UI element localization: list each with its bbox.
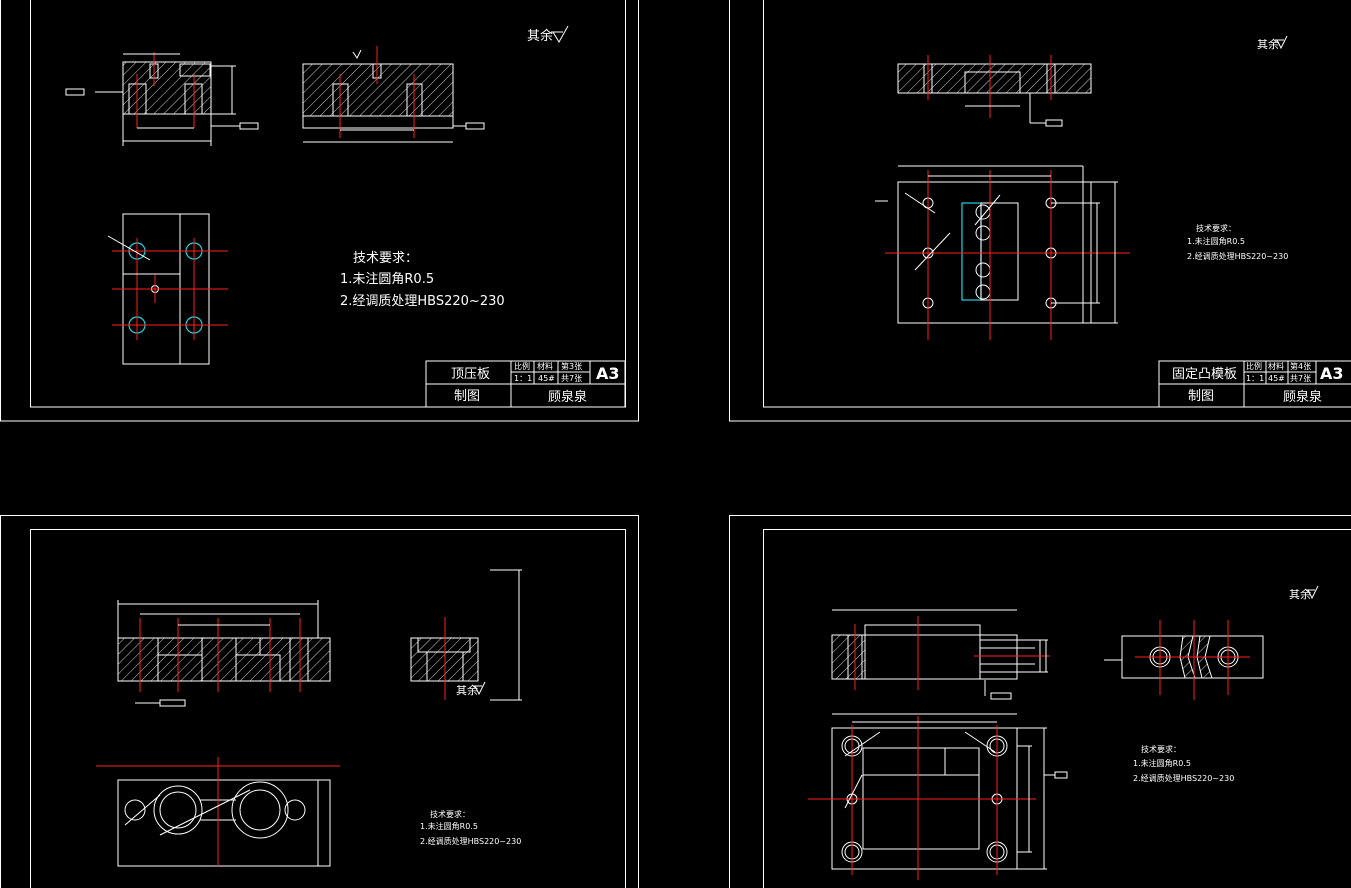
tech-title: 技术要求： — [1196, 223, 1236, 233]
surface-note: 其余 — [1289, 587, 1311, 601]
surface-note: 其余 — [527, 28, 553, 44]
sheet-2-top-view — [875, 165, 1130, 340]
sheet-1-outer-border — [0, 0, 639, 422]
sheet-2-outer-border — [729, 0, 1351, 422]
sheet-2-title-block: 固定凸模板 制图 顾泉泉 A3 比例 材料 第4张 1：1 45# 共7张 — [1158, 360, 1351, 408]
surface-roughness-icon — [1275, 35, 1288, 50]
tech-item-1: 1.未注圆角R0.5 — [340, 272, 434, 287]
tb-material-label: 材料 — [1268, 361, 1284, 371]
tech-item-1: 1.未注圆角R0.5 — [420, 821, 478, 831]
tb-sheet-total: 共7张 — [561, 374, 582, 383]
surface-roughness-icon — [1306, 585, 1319, 600]
sheet-3-side-view — [410, 569, 522, 701]
sheet-1-side-view — [302, 46, 485, 143]
part-name: 顶压板 — [451, 367, 490, 382]
sheet-4-outer-border — [729, 515, 1351, 888]
surface-note: 其余 — [456, 683, 478, 697]
sheet-1-inner-border — [30, 0, 626, 408]
sheet-4-inner-border — [763, 529, 1351, 888]
tb-material-label: 材料 — [537, 361, 553, 371]
tech-item-2: 2.经调质处理HBS220~230 — [340, 294, 505, 309]
sheet-3-inner-border — [30, 529, 626, 888]
sheet-3-roughness-note: 其余 — [456, 681, 486, 697]
tb-material: 45# — [1268, 374, 1285, 383]
sheet-1: 其余 — [0, 0, 639, 422]
tech-item-1: 1.未注圆角R0.5 — [1133, 758, 1191, 768]
sheet-2-section-view — [897, 55, 1092, 127]
tech-item-2: 2.经调质处理HBS220~230 — [1133, 773, 1234, 783]
tb-scale: 1：1 — [1246, 374, 1264, 383]
tb-scale-label: 比例 — [1246, 361, 1262, 371]
sheet-2-tech-requirements: 技术要求： 1.未注圆角R0.5 2.经调质处理HBS220~230 — [1187, 223, 1288, 261]
surface-roughness-icon — [551, 25, 569, 43]
sheet-1-title-block: 顶压板 制图 顾泉泉 A3 比例 材料 第3张 1：1 45# 共7张 — [425, 360, 626, 408]
tb-sheet-total: 共7张 — [1290, 374, 1311, 383]
tech-title: 技术要求： — [353, 251, 418, 266]
sheet-1-top-view — [107, 213, 228, 365]
tech-item-2: 2.经调质处理HBS220~230 — [420, 836, 521, 846]
tech-title: 技术要求： — [1141, 744, 1181, 754]
sheet-4: 其余 — [729, 515, 1351, 888]
author: 顾泉泉 — [548, 389, 587, 405]
drawn-label: 制图 — [1188, 389, 1214, 404]
tb-sheet-label: 第4张 — [1290, 361, 1311, 371]
sheet-2: 其余 — [729, 0, 1351, 422]
tb-sheet-label: 第3张 — [561, 361, 582, 371]
sheet-4-front-view — [831, 609, 1050, 700]
drawn-label: 制图 — [454, 389, 480, 404]
tb-scale-label: 比例 — [514, 361, 530, 371]
sheet-1-roughness-note: 其余 — [527, 25, 569, 44]
surface-note: 其余 — [1257, 37, 1279, 51]
sheet-3-front-view — [117, 600, 331, 707]
sheet-4-roughness-note: 其余 — [1289, 585, 1319, 601]
sheet-3-top-view — [96, 757, 340, 867]
sheet-1-front-view — [65, 52, 259, 146]
tech-title: 技术要求： — [430, 809, 470, 819]
tech-item-1: 1.未注圆角R0.5 — [1187, 236, 1245, 246]
author: 顾泉泉 — [1283, 389, 1322, 405]
sheet-2-roughness-note: 其余 — [1257, 35, 1288, 51]
tb-material: 45# — [538, 374, 555, 383]
surface-roughness-icon — [473, 681, 486, 696]
part-name: 固定凸模板 — [1172, 367, 1237, 382]
tech-item-2: 2.经调质处理HBS220~230 — [1187, 251, 1288, 261]
tb-scale: 1：1 — [514, 374, 532, 383]
sheet-size: A3 — [596, 364, 620, 383]
sheet-size: A3 — [1320, 364, 1344, 383]
sheet-3-tech-requirements: 技术要求： 1.未注圆角R0.5 2.经调质处理HBS220~230 — [420, 809, 521, 846]
sheet-3: 其余 技术要求： 1.未注圆角R0.5 2.经调质处理HBS220~230 — [0, 515, 639, 888]
sheet-4-side-view — [1104, 620, 1264, 700]
sheet-1-tech-requirements: 技术要求： 1.未注圆角R0.5 2.经调质处理HBS220~230 — [340, 251, 505, 309]
sheet-4-top-view — [808, 713, 1068, 880]
sheet-4-tech-requirements: 技术要求： 1.未注圆角R0.5 2.经调质处理HBS220~230 — [1133, 744, 1234, 783]
sheet-2-inner-border — [763, 0, 1351, 408]
sheet-3-outer-border — [0, 515, 639, 888]
